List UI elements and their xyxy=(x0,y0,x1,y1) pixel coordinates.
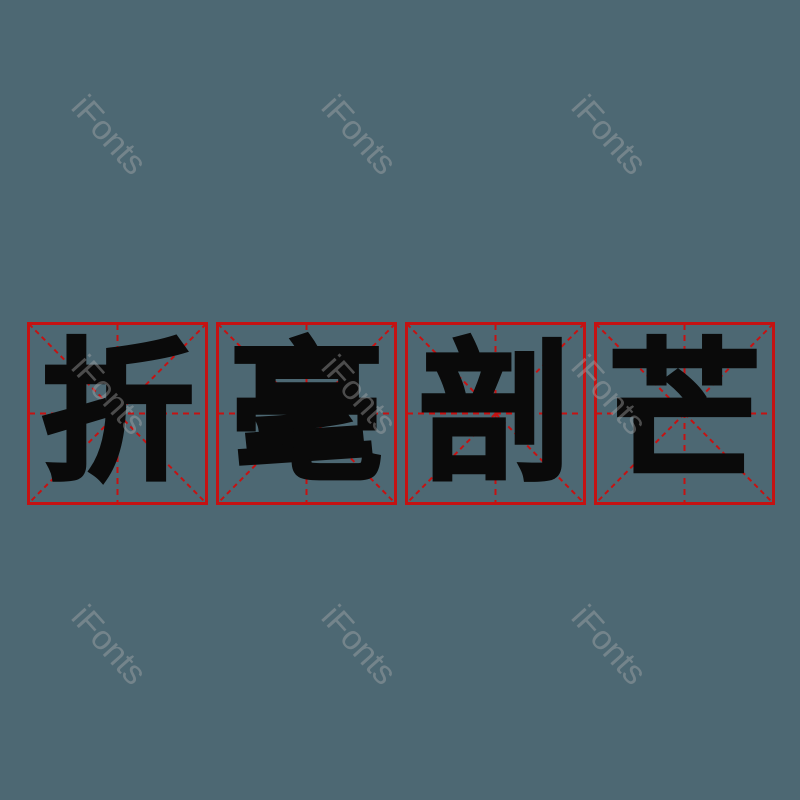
character-cell: 剖 xyxy=(405,322,586,505)
grid-guidelines xyxy=(28,323,207,504)
watermark-ifonts: iFonts xyxy=(63,598,154,693)
watermark-ifonts: iFonts xyxy=(313,598,404,693)
grid-guidelines xyxy=(595,323,774,504)
character-cell: 毫 xyxy=(216,322,397,505)
grid-guidelines xyxy=(406,323,585,504)
character-grid-row: 折 毫 剖 xyxy=(27,322,775,505)
character-cell: 芒 xyxy=(594,322,775,505)
grid-border xyxy=(216,322,397,505)
grid-border xyxy=(594,322,775,505)
character-cell: 折 xyxy=(27,322,208,505)
chinese-character: 折 xyxy=(40,324,196,502)
watermark-ifonts: iFonts xyxy=(313,88,404,183)
grid-border xyxy=(405,322,586,505)
grid-guidelines xyxy=(217,323,396,504)
chinese-character: 毫 xyxy=(229,324,385,502)
chinese-character: 芒 xyxy=(607,324,763,502)
watermark-ifonts: iFonts xyxy=(563,88,654,183)
watermark-ifonts: iFonts xyxy=(563,598,654,693)
chinese-character: 剖 xyxy=(418,324,574,502)
watermark-ifonts: iFonts xyxy=(63,88,154,183)
grid-border xyxy=(27,322,208,505)
